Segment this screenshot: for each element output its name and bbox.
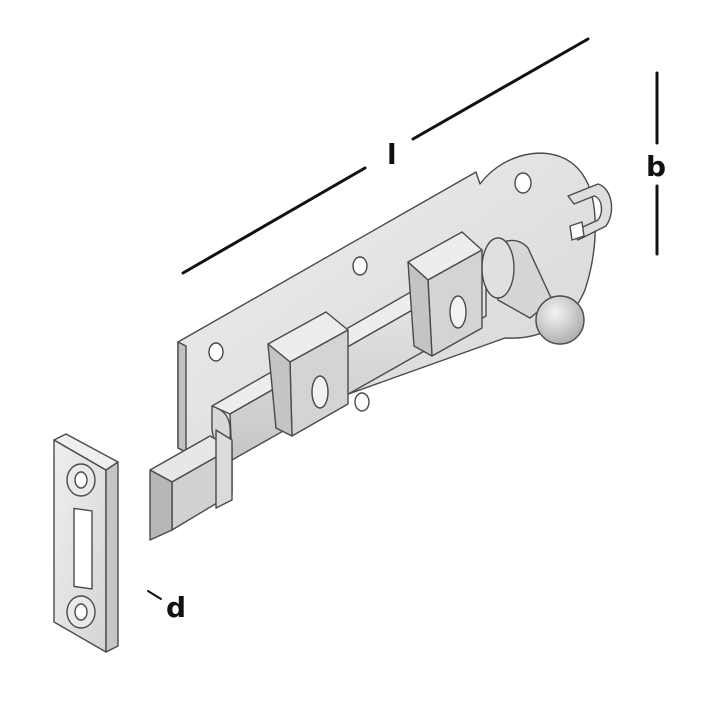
- thickness-label: d: [166, 591, 186, 624]
- bolt-handle: [481, 237, 585, 345]
- guide-staple-right: [407, 231, 483, 357]
- width-label: b: [646, 150, 666, 183]
- back-plate-edge: [177, 341, 187, 453]
- strike-plate: [53, 433, 119, 653]
- strike-plate-edge: [105, 461, 119, 653]
- handle-base: [481, 237, 515, 299]
- bolt-tongue-end: [149, 469, 173, 541]
- length-dimension-line-left: [181, 166, 367, 275]
- screw-hole-icon: [208, 342, 224, 362]
- bolt-slot: [73, 507, 93, 590]
- dimension-thickness: [147, 590, 162, 600]
- guide-staple-left: [267, 311, 349, 437]
- handle-knob: [535, 295, 585, 345]
- length-dimension-line-right: [411, 37, 590, 141]
- screw-hole-icon: [514, 172, 532, 194]
- screw-hole-icon: [74, 603, 88, 621]
- keeper-loop: [567, 183, 613, 241]
- rivet-slot-icon: [449, 295, 467, 329]
- length-label: l: [387, 138, 397, 171]
- screw-hole-icon: [354, 392, 370, 412]
- thickness-tick: [147, 590, 162, 600]
- strike-plate-top: [53, 433, 119, 471]
- rivet-slot-icon: [311, 375, 329, 409]
- screw-hole-icon: [352, 256, 368, 276]
- screw-hole-icon: [74, 471, 88, 489]
- dimension-length: [181, 37, 590, 275]
